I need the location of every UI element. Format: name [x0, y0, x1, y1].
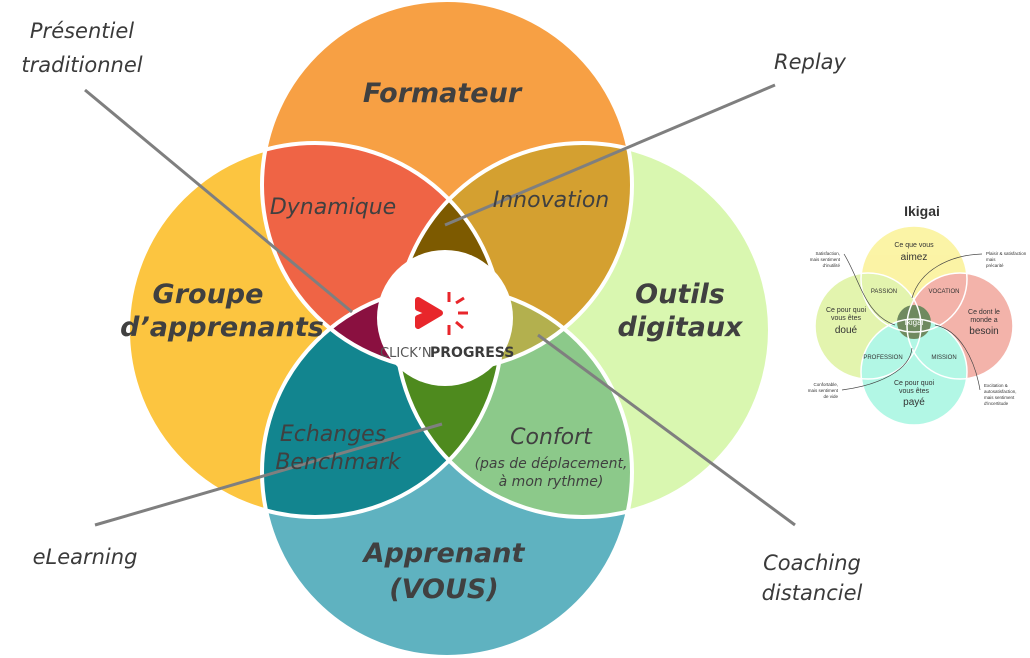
- svg-text:précarité: précarité: [986, 263, 1004, 268]
- svg-text:PROGRESS: PROGRESS: [430, 345, 514, 361]
- label-outils-2: digitaux: [618, 312, 745, 343]
- svg-text:mais sentiment: mais sentiment: [808, 388, 839, 393]
- svg-text:Confortable,: Confortable,: [813, 382, 838, 387]
- svg-text:mais sentiment: mais sentiment: [984, 395, 1015, 400]
- center-logo-area: [377, 250, 513, 386]
- svg-text:CLICK’N: CLICK’N: [380, 346, 432, 361]
- svg-text:vous êtes: vous êtes: [899, 388, 929, 395]
- callout-presentiel-2: traditionnel: [21, 53, 142, 77]
- label-innovation: Innovation: [493, 188, 609, 213]
- label-apprenant-1: Apprenant: [362, 538, 526, 569]
- label-confort-detail-1: (pas de déplacement,: [475, 456, 628, 472]
- svg-text:de vide: de vide: [823, 394, 838, 399]
- label-groupe-1: Groupe: [153, 279, 264, 310]
- svg-text:mais sentiment: mais sentiment: [810, 257, 841, 262]
- svg-text:Ce pour quoi: Ce pour quoi: [826, 307, 867, 314]
- callout-presentiel-1: Présentiel: [30, 19, 134, 43]
- svg-text:besoin: besoin: [969, 326, 998, 337]
- label-outils-1: Outils: [635, 279, 725, 310]
- svg-text:PASSION: PASSION: [871, 289, 897, 295]
- label-apprenant-2: (VOUS): [389, 574, 498, 605]
- label-echanges: Echanges: [280, 422, 386, 447]
- svg-text:autosatisfaction,: autosatisfaction,: [984, 389, 1017, 394]
- ikigai-diagram: Ikigai Ce que vous aimez Ce pour quoi vo…: [808, 203, 1027, 426]
- svg-text:Ikigai: Ikigai: [905, 318, 924, 327]
- label-formateur: Formateur: [363, 78, 523, 109]
- callout-line-presentiel: [84, 88, 353, 314]
- svg-text:monde a: monde a: [970, 317, 997, 324]
- svg-text:vous êtes: vous êtes: [831, 315, 861, 322]
- callout-elearning: eLearning: [33, 545, 138, 569]
- svg-text:Excitation &: Excitation &: [984, 383, 1008, 388]
- label-confort-detail-2: à mon rythme): [499, 474, 604, 490]
- svg-text:d'incertitude: d'incertitude: [984, 401, 1009, 406]
- svg-text:Satisfaction,: Satisfaction,: [815, 251, 840, 256]
- svg-text:Ce que vous: Ce que vous: [894, 242, 934, 249]
- callout-line-coaching: [537, 333, 796, 527]
- svg-text:mais: mais: [986, 257, 996, 262]
- callout-coaching-1: Coaching: [763, 551, 861, 575]
- svg-text:d'inutilité: d'inutilité: [823, 263, 841, 268]
- svg-text:VOCATION: VOCATION: [929, 289, 960, 295]
- click-n-progress-logo: CLICK’N PROGRESS: [380, 292, 514, 361]
- svg-text:aimez: aimez: [901, 252, 928, 263]
- svg-text:Ce dont le: Ce dont le: [968, 309, 1000, 316]
- label-dynamique: Dynamique: [270, 195, 396, 220]
- svg-text:Ikigai: Ikigai: [904, 203, 940, 219]
- label-benchmark: Benchmark: [275, 450, 402, 475]
- svg-text:MISSION: MISSION: [931, 355, 956, 361]
- svg-text:Plaisir & satisfaction: Plaisir & satisfaction: [986, 251, 1027, 256]
- callout-coaching-2: distanciel: [762, 581, 863, 605]
- svg-text:payé: payé: [903, 397, 925, 408]
- svg-text:PROFESSION: PROFESSION: [863, 355, 902, 361]
- svg-text:Ce pour quoi: Ce pour quoi: [894, 380, 935, 387]
- label-groupe-2: d’apprenants: [120, 312, 324, 343]
- callout-line-elearning: [94, 422, 443, 527]
- callout-line-replay: [444, 83, 776, 227]
- callout-replay: Replay: [774, 50, 847, 74]
- label-confort: Confort: [510, 425, 593, 450]
- svg-text:doué: doué: [835, 325, 858, 336]
